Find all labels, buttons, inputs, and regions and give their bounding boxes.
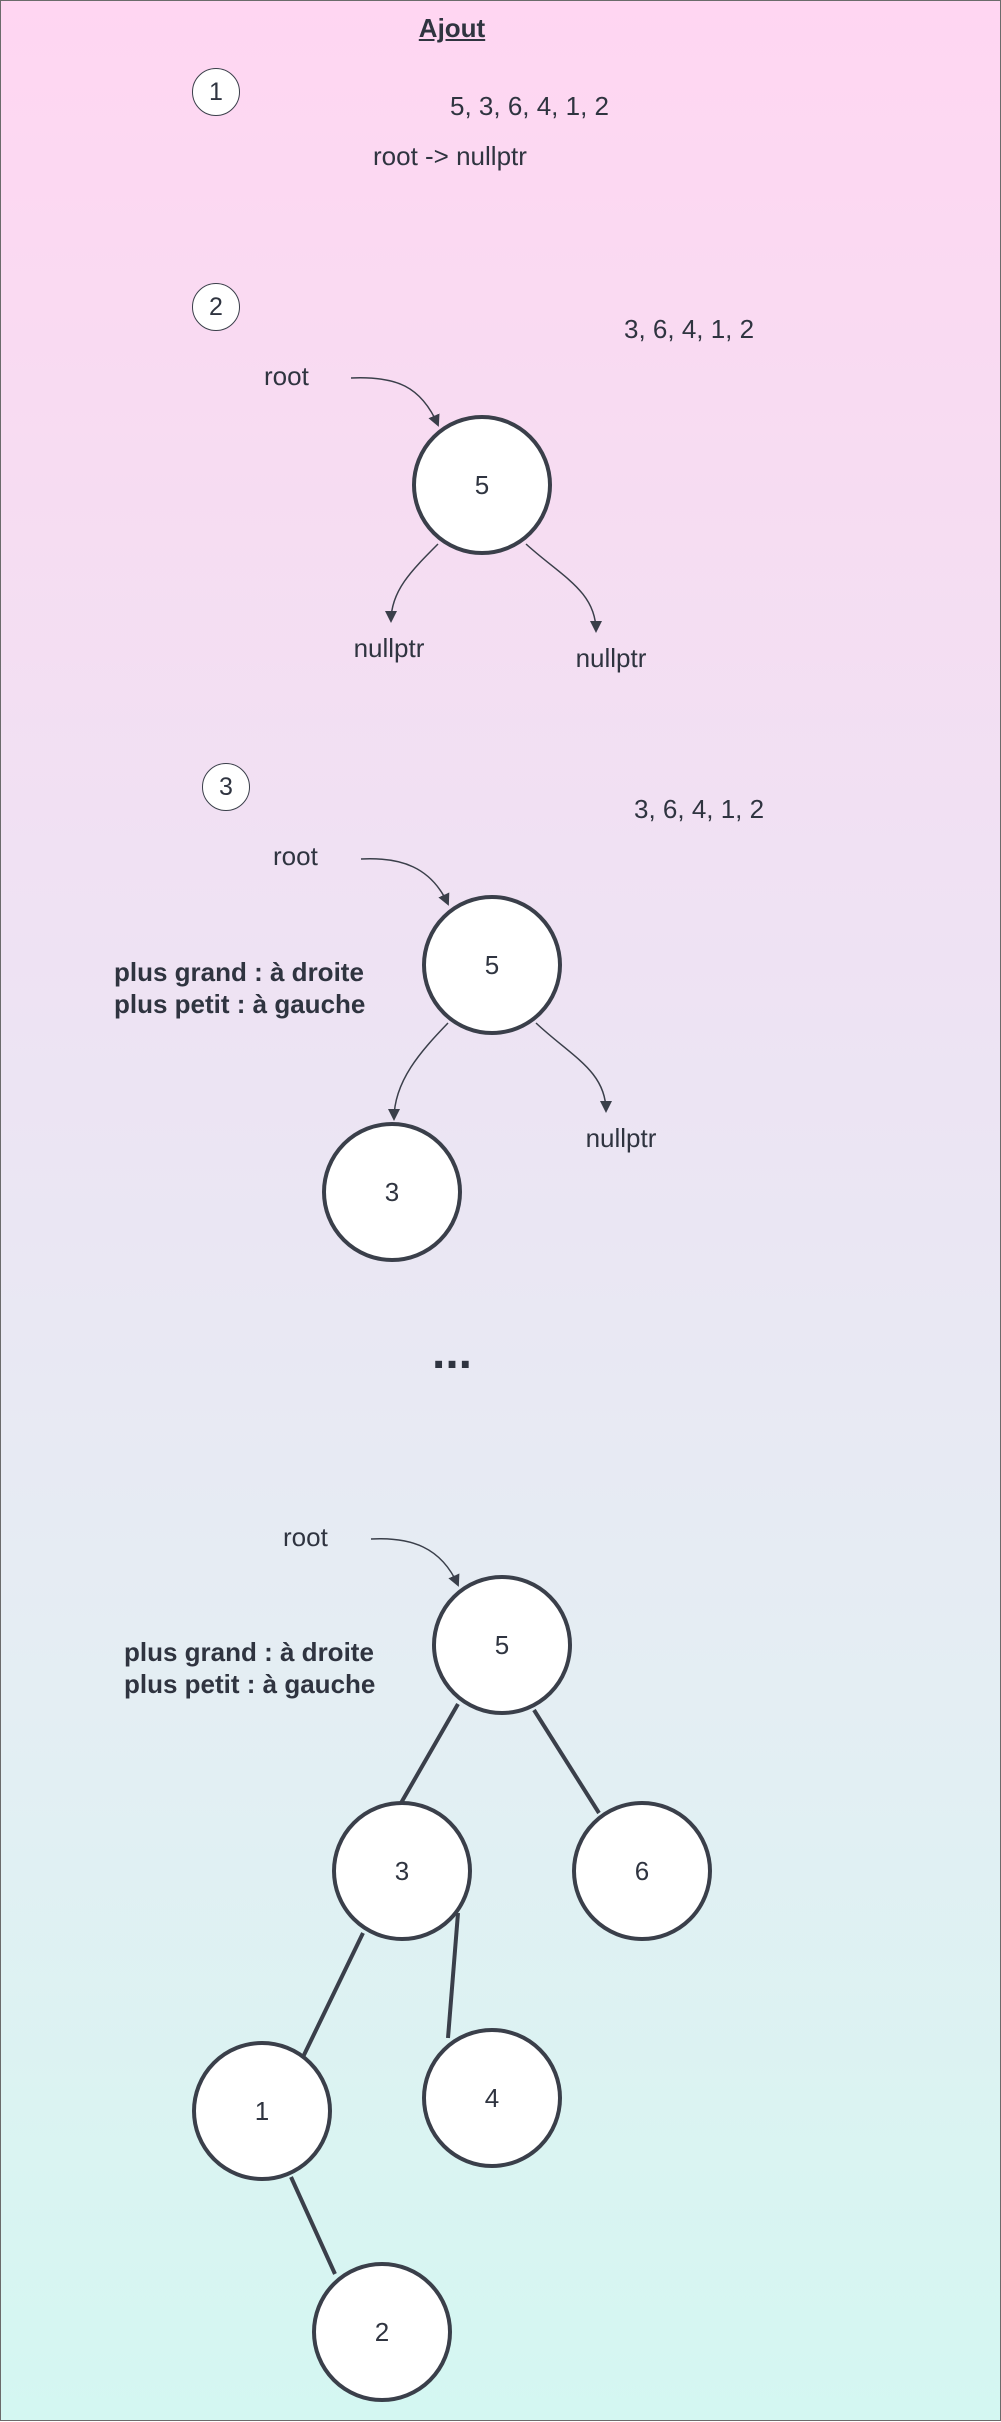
tree-node-3: 3 <box>322 1122 462 1262</box>
step-badge-3: 3 <box>202 763 250 811</box>
rule-smaller-3: plus petit : à gauche <box>114 989 366 1019</box>
tree-node-5: 5 <box>412 415 552 555</box>
ellipsis: ... <box>432 1326 473 1379</box>
edge-3-1 <box>301 1932 365 2058</box>
root-label-3: root <box>273 841 318 871</box>
sequence-1: 5, 3, 6, 4, 1, 2 <box>450 91 609 121</box>
root-arrow-3 <box>360 858 450 906</box>
rule-smaller-final: plus petit : à gauche <box>124 1669 376 1699</box>
root-label-2: root <box>264 361 309 391</box>
tree-node-1: 1 <box>192 2041 332 2181</box>
root-null-text: root -> nullptr <box>373 141 527 171</box>
sequence-2: 3, 6, 4, 1, 2 <box>624 314 755 344</box>
right-arrow-2 <box>525 543 602 633</box>
root-arrow-2 <box>350 377 440 427</box>
tree-node-5: 5 <box>432 1575 572 1715</box>
step-badge-1: 1 <box>192 68 240 116</box>
edge-5-6 <box>532 1708 601 1815</box>
root-arrow-final <box>370 1538 460 1587</box>
edge-1-2 <box>289 2176 337 2275</box>
left-arrow-2 <box>385 543 439 623</box>
nullptr-right-3: nullptr <box>585 1123 657 1153</box>
rule-greater-3: plus grand : à droite <box>114 957 364 987</box>
sequence-3: 3, 6, 4, 1, 2 <box>634 794 765 824</box>
rule-greater-final: plus grand : à droite <box>124 1637 374 1667</box>
page-title: Ajout <box>418 13 486 43</box>
tree-node-6: 6 <box>572 1801 712 1941</box>
tree-node-4: 4 <box>422 2028 562 2168</box>
edge-5-3 <box>399 1703 460 1804</box>
left-arrow-3 <box>388 1022 449 1121</box>
tree-node-2: 2 <box>312 2262 452 2402</box>
nullptr-right-2: nullptr <box>575 643 647 673</box>
edge-3-4 <box>446 1912 460 2039</box>
step-badge-2: 2 <box>192 283 240 331</box>
tree-node-3: 3 <box>332 1801 472 1941</box>
nullptr-left-2: nullptr <box>353 633 425 663</box>
tree-node-5: 5 <box>422 895 562 1035</box>
root-label-final: root <box>283 1522 328 1552</box>
right-arrow-3 <box>535 1022 612 1113</box>
